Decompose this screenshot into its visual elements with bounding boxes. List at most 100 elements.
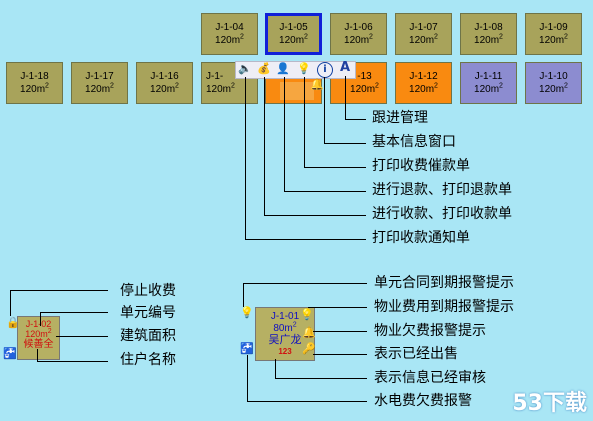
unit-area: 120m2 <box>150 82 179 95</box>
label-contract-expiry: 单元合同到期报警提示 <box>374 275 514 291</box>
bell-icon: 🔔 <box>310 78 324 91</box>
callout-line <box>40 312 108 313</box>
unit-area: 120m2 <box>85 82 114 95</box>
callout-line <box>243 283 244 307</box>
unit-area: 120m2 <box>350 82 379 95</box>
label-stop-charging: 停止收费 <box>120 283 176 299</box>
callout-line <box>304 77 305 167</box>
label-arrears-alert: 物业欠费报警提示 <box>374 323 486 339</box>
unit-tile-j-1-18[interactable]: J-1-18 120m2 <box>6 62 63 104</box>
key-icon: 🔑 <box>302 342 316 355</box>
person-icon[interactable]: 👤 <box>276 62 290 75</box>
callout-line <box>37 349 38 361</box>
unit-area: 120m2 <box>206 82 235 95</box>
unit-code: J-1-18 <box>20 71 49 82</box>
lock-icon: 🔒 <box>6 316 20 329</box>
example-audit-number: 123 <box>278 347 292 356</box>
unit-area: 120m2 <box>474 82 503 95</box>
unit-tile-j-1-04[interactable]: J-1-04 120m2 <box>201 13 258 55</box>
callout-line <box>10 290 11 316</box>
unit-area: 120m2 <box>539 33 568 46</box>
example-unit-area: 80m2 <box>273 321 297 334</box>
callout-line <box>313 331 367 332</box>
unit-code: J-1-05 <box>279 22 308 33</box>
callout-line <box>40 312 41 326</box>
callout-line <box>308 307 367 308</box>
unit-tile-j-1-11[interactable]: J-1-11 120m2 <box>460 62 517 104</box>
callout-line <box>243 283 367 284</box>
example-unit-area: 120m2 <box>25 328 52 339</box>
unit-code: J-1-16 <box>150 71 179 82</box>
label-refund: 进行退款、打印退款单 <box>372 182 512 198</box>
callout-line <box>37 361 108 362</box>
callout-line <box>264 77 265 215</box>
label-fee-expiry: 物业费用到期报警提示 <box>374 299 514 315</box>
label-utility-arrears: 水电费欠费报警 <box>374 393 472 409</box>
unit-code: J-1- <box>206 71 224 82</box>
unit-code: J-1-09 <box>539 22 568 33</box>
label-print-notice: 打印收款通知单 <box>372 230 470 246</box>
label-building-area: 建筑面积 <box>120 328 176 344</box>
unit-code: -13 <box>357 71 372 82</box>
unit-tile-j-1-10[interactable]: J-1-10 120m2 <box>525 62 582 104</box>
callout-line <box>284 191 366 192</box>
callout-line <box>284 77 285 191</box>
lightbulb-icon[interactable]: 💡 <box>297 62 311 75</box>
unit-area: 120m2 <box>20 82 49 95</box>
callout-line <box>245 77 246 239</box>
unit-area: 120m2 <box>474 33 503 46</box>
callout-line <box>56 336 108 337</box>
callout-line <box>275 378 367 379</box>
lightbulb-icon: 💡 <box>240 306 254 319</box>
unit-tile-j-1-06[interactable]: J-1-06 120m2 <box>330 13 387 55</box>
unit-tile-j-1-17[interactable]: J-1-17 120m2 <box>71 62 128 104</box>
label-follow-up: 跟进管理 <box>372 110 428 126</box>
water-tap-icon: 🚰 <box>240 342 254 355</box>
unit-area: 120m2 <box>215 33 244 46</box>
lightbulb-icon: 💡 <box>300 308 314 321</box>
tile-highlight <box>280 82 314 100</box>
unit-tile-j-1-05[interactable]: J-1-05 120m2 <box>265 13 322 55</box>
label-collect: 进行收款、打印收款单 <box>372 206 512 222</box>
info-icon[interactable]: i <box>317 62 333 78</box>
callout-line <box>275 359 276 378</box>
unit-code: J-1-12 <box>409 71 438 82</box>
unit-tile-j-1-09[interactable]: J-1-09 120m2 <box>525 13 582 55</box>
unit-tile-j-1-08[interactable]: J-1-08 120m2 <box>460 13 517 55</box>
example-unit-code: J-1-01 <box>270 311 300 322</box>
unit-code: J-1-10 <box>539 71 568 82</box>
money-bag-icon[interactable]: 💰 <box>257 62 271 75</box>
callout-line <box>247 355 248 401</box>
unit-code: J-1-04 <box>215 22 244 33</box>
speaker-icon[interactable]: 🔈 <box>238 62 252 75</box>
unit-tile-j-1-12[interactable]: J-1-12 120m2 <box>395 62 452 104</box>
callout-line <box>245 239 366 240</box>
callout-line <box>345 119 366 120</box>
unit-code: J-1-17 <box>85 71 114 82</box>
label-audited: 表示信息已经审核 <box>374 370 486 386</box>
callout-line <box>324 143 366 144</box>
label-sold: 表示已经出售 <box>374 346 458 362</box>
callout-line <box>313 354 367 355</box>
label-basic-info: 基本信息窗口 <box>372 134 456 150</box>
unit-area: 120m2 <box>409 33 438 46</box>
callout-line <box>345 76 346 119</box>
unit-area: 120m2 <box>344 33 373 46</box>
label-print-dunning: 打印收费催款单 <box>372 158 470 174</box>
example-resident-name: 吴广龙 <box>268 334 302 346</box>
callout-line <box>264 215 366 216</box>
example-unit-code: J-1-02 <box>25 319 52 329</box>
example-resident-name: 候善全 <box>23 339 54 350</box>
font-icon[interactable]: A <box>339 60 351 75</box>
unit-tile-j-1-16[interactable]: J-1-16 120m2 <box>136 62 193 104</box>
unit-code: J-1-07 <box>409 22 438 33</box>
callout-line <box>304 167 366 168</box>
callout-line <box>247 401 367 402</box>
callout-line <box>324 77 325 143</box>
example-unit-tile-left: J-1-02 120m2 候善全 <box>17 316 60 360</box>
unit-code: J-1-11 <box>474 71 503 82</box>
unit-area: 120m2 <box>279 33 308 46</box>
unit-tile-j-1-07[interactable]: J-1-07 120m2 <box>395 13 452 55</box>
water-tap-icon: 🚰 <box>3 347 17 360</box>
watermark-logo: 53下载 <box>512 391 587 416</box>
